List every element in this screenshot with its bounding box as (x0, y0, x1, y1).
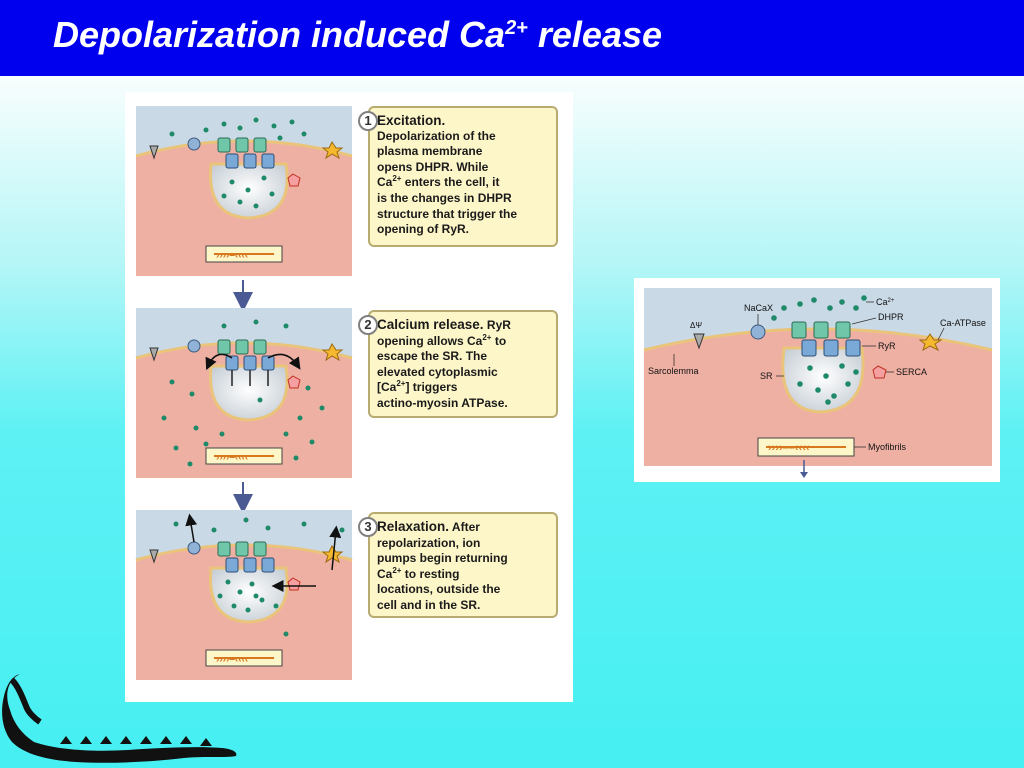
step-1-line-7: opening of RyR. (377, 222, 469, 237)
step-1-caption: 1 Excitation. Depolarization of the plas… (358, 106, 558, 247)
legend-diagram-svg: ››››––‹‹‹‹ Ca2+ NaCaX DHPR RyR Ca-ATPase… (643, 288, 993, 478)
step-1-line-4a: Ca (377, 175, 393, 190)
title-superscript: 2+ (505, 17, 528, 39)
svg-text:››››–‹‹‹‹: ››››–‹‹‹‹ (216, 452, 248, 463)
title-tail: release (537, 14, 663, 55)
step-1-line-5: is the changes in DHPR (377, 190, 512, 205)
step-2-line-1-sup: 2+ (482, 332, 492, 342)
step-3-line-4: locations, outside the (377, 582, 501, 597)
cell-panel-calcium-release: ››››–‹‹‹‹ (135, 308, 353, 478)
step-3-heading-line: Relaxation. After (377, 519, 550, 536)
step-2-line-4b: ] triggers (405, 380, 458, 395)
step-2-number: 2 (358, 315, 378, 335)
label-sr: SR (760, 371, 773, 381)
step-figure-svg: ››››–‹‹‹‹ (135, 106, 353, 680)
ca-atpase-star-icon (918, 333, 943, 352)
title-bar: Depolarization induced Ca2+ release (0, 0, 1024, 76)
step-3-line-3: Ca2+ to resting (377, 565, 550, 583)
step-1-line-3: opens DHPR. While (377, 159, 489, 174)
cell-panel-relaxation: ››››–‹‹‹‹ (135, 510, 353, 680)
step-1-number: 1 (358, 111, 378, 131)
step-2-heading-line: Calcium release. RyR (377, 317, 550, 334)
step-1-line-2: plasma membrane (377, 144, 483, 159)
step-1-line-1: Depolarization of the (377, 128, 496, 143)
step-2-line-2: escape the SR. The (377, 349, 488, 364)
label-serca: SERCA (896, 367, 927, 377)
crocodile-logo-icon (2, 674, 237, 763)
slide-title: Depolarization induced Ca2+ release (53, 14, 662, 56)
step-3-line-3-sup: 2+ (392, 565, 402, 575)
step-3-line-1: repolarization, ion (377, 535, 481, 550)
step-3-line-3a: Ca (377, 566, 393, 581)
nacax-exchanger-icon (750, 324, 766, 340)
step-3-number: 3 (358, 517, 378, 537)
svg-text:››››–‹‹‹‹: ››››–‹‹‹‹ (216, 654, 248, 665)
label-ca: Ca2+ (876, 297, 895, 307)
step-3-line-5: cell and in the SR. (377, 597, 481, 612)
step-3-line-3b: to resting (401, 566, 460, 581)
step-3-caption: 3 Relaxation. After repolarization, ion … (358, 512, 558, 618)
label-ca-atpase: Ca-ATPase (940, 318, 986, 328)
step-1-heading: Excitation. (377, 113, 446, 128)
step-2-heading: Calcium release. (377, 317, 484, 332)
cell-panel-excitation: ››››–‹‹‹‹ (135, 106, 353, 276)
label-dhpr: DHPR (878, 312, 904, 322)
step-2-caption: 2 Calcium release. RyR opening allows Ca… (358, 310, 558, 418)
step-2-line-4a: [Ca (377, 380, 397, 395)
step-2-line-1b: to (491, 333, 507, 348)
step-2-line-1: opening allows Ca2+ to (377, 332, 550, 350)
svg-text:››››––‹‹‹‹: ››››––‹‹‹‹ (768, 442, 810, 454)
legend-diagram-panel: ››››––‹‹‹‹ Ca2+ NaCaX DHPR RyR Ca-ATPase… (634, 278, 1000, 482)
svg-text:››››–‹‹‹‹: ››››–‹‹‹‹ (216, 250, 248, 261)
step-1-line-4: Ca2+ enters the cell, it (377, 175, 550, 191)
label-sarcolemma: Sarcolemma (648, 366, 699, 376)
step-1-line-4-sup: 2+ (392, 174, 402, 184)
label-ryr: RyR (878, 341, 896, 351)
title-main: Depolarization induced Ca (53, 14, 506, 55)
step-3-heading-tail: After (449, 520, 480, 534)
step-2-heading-tail: RyR (483, 318, 511, 332)
step-2-line-4-sup: 2+ (396, 379, 406, 389)
step-2-line-5: actino-myosin ATPase. (377, 395, 508, 410)
label-myofibrils: Myofibrils (868, 442, 907, 452)
step-2-line-3: elevated cytoplasmic (377, 364, 498, 379)
serca-pump-icon (872, 365, 887, 379)
label-nacax: NaCaX (744, 303, 773, 313)
step-3-heading: Relaxation. (377, 519, 450, 534)
step-figure-panel: ››››–‹‹‹‹ (125, 92, 573, 702)
step-1-line-6: structure that trigger the (377, 206, 518, 221)
step-2-line-4: [Ca2+] triggers (377, 380, 550, 396)
label-delta-psi: ΔΨ (690, 321, 702, 330)
step-3-line-2: pumps begin returning (377, 551, 508, 566)
step-1-line-4b: enters the cell, it (401, 175, 500, 190)
step-2-line-1a: opening allows Ca (377, 333, 483, 348)
